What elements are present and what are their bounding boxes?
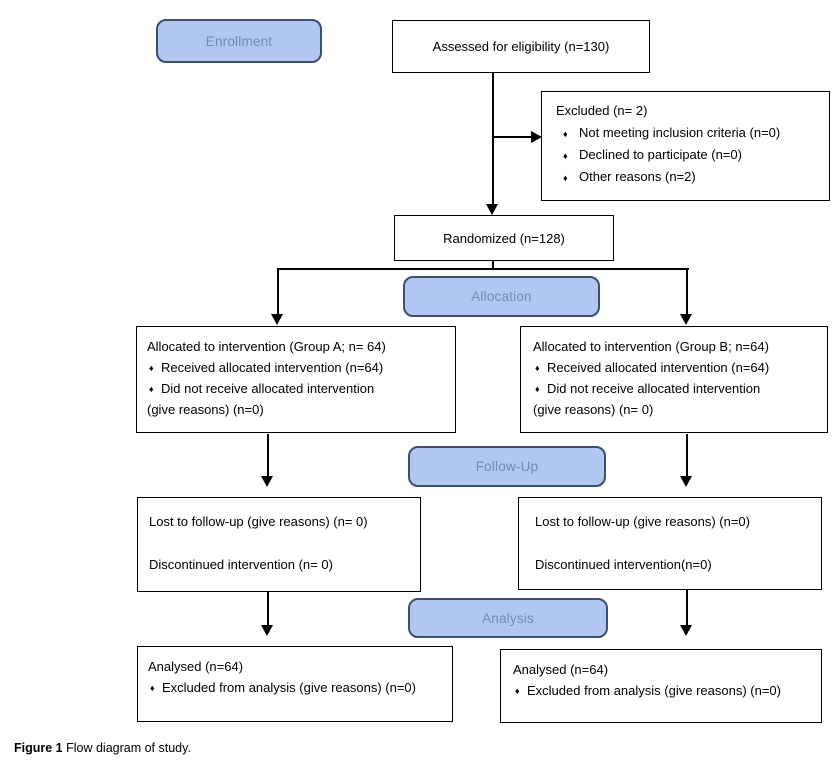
- connector-randomized-stub: [492, 261, 494, 270]
- box-followup-group-b: Lost to follow-up (give reasons) (n=0) D…: [518, 497, 822, 590]
- box-assessed-for-eligibility: Assessed for eligibility (n=130): [392, 20, 650, 73]
- box-randomized: Randomized (n=128): [394, 215, 614, 261]
- diamond-bullet-icon: ♦: [515, 686, 520, 696]
- arrowhead-down-icon: [680, 476, 692, 487]
- stage-label-followup: Follow-Up: [475, 459, 539, 474]
- alloc-a-bullet-row: ♦ Received allocated intervention (n=64): [147, 357, 447, 378]
- fu-b-line2: Discontinued intervention(n=0): [535, 557, 712, 572]
- diamond-bullet-icon: ♦: [150, 683, 155, 693]
- alloc-b-title: Allocated to intervention (Group B; n=64…: [533, 339, 769, 354]
- diamond-bullet-icon: ♦: [563, 173, 568, 183]
- box-excluded: Excluded (n= 2) ♦ Not meeting inclusion …: [541, 91, 830, 201]
- connector-assessed-to-randomized: [492, 73, 494, 206]
- diamond-bullet-icon: ♦: [535, 363, 540, 373]
- connector-alloc-to-followup-b: [686, 434, 688, 477]
- stage-label-allocation: Allocation: [471, 289, 532, 304]
- diamond-bullet-icon: ♦: [149, 384, 154, 394]
- stage-chip-enrollment: Enrollment: [156, 19, 322, 63]
- box-allocated-group-a: Allocated to intervention (Group A; n= 6…: [136, 326, 456, 433]
- diamond-bullet-icon: ♦: [563, 129, 568, 139]
- alloc-a-bullet-row: ♦ Did not receive allocated intervention: [147, 378, 447, 399]
- analysis-a-bullet-row: ♦ Excluded from analysis (give reasons) …: [148, 677, 444, 698]
- excluded-bullet-row: ♦ Not meeting inclusion criteria (n=0): [556, 122, 821, 144]
- excluded-bullet-row: ♦ Other reasons (n=2): [556, 166, 821, 188]
- stage-label-enrollment: Enrollment: [205, 33, 273, 49]
- connector-branch-line: [277, 268, 689, 270]
- excluded-bullet-1: Not meeting inclusion criteria (n=0): [579, 125, 781, 140]
- box-allocated-group-b: Allocated to intervention (Group B; n=64…: [520, 326, 828, 433]
- figure-caption-text: Flow diagram of study.: [62, 741, 191, 755]
- stage-chip-analysis: Analysis: [408, 598, 608, 638]
- stage-label-analysis: Analysis: [482, 610, 534, 626]
- excluded-bullet-2: Declined to participate (n=0): [579, 147, 742, 162]
- alloc-b-bullet-row: ♦ Did not receive allocated intervention: [533, 378, 819, 399]
- figure-caption: Figure 1 Flow diagram of study.: [14, 741, 191, 755]
- alloc-a-bullet-2: Did not receive allocated intervention: [161, 381, 375, 396]
- arrowhead-down-icon: [486, 204, 498, 215]
- arrowhead-right-icon: [531, 131, 542, 143]
- alloc-b-bullet-1: Received allocated intervention (n=64): [547, 360, 770, 375]
- analysis-b-bullet: Excluded from analysis (give reasons) (n…: [527, 683, 781, 698]
- arrowhead-down-icon: [261, 625, 273, 636]
- fu-b-line1: Lost to follow-up (give reasons) (n=0): [535, 514, 750, 529]
- analysis-b-bullet-row: ♦ Excluded from analysis (give reasons) …: [513, 680, 813, 701]
- arrowhead-down-icon: [680, 314, 692, 325]
- excluded-bullet-3: Other reasons (n=2): [579, 169, 696, 184]
- assessed-text: Assessed for eligibility (n=130): [432, 39, 610, 54]
- figure-caption-number: Figure 1: [14, 741, 63, 755]
- connector-alloc-to-followup-a: [267, 434, 269, 477]
- arrowhead-down-icon: [680, 625, 692, 636]
- excluded-bullet-row: ♦ Declined to participate (n=0): [556, 144, 821, 166]
- connector-branch-to-group-b: [686, 270, 688, 315]
- alloc-b-bullet-row: ♦ Received allocated intervention (n=64): [533, 357, 819, 378]
- diamond-bullet-icon: ♦: [149, 363, 154, 373]
- box-analysed-group-a: Analysed (n=64) ♦ Excluded from analysis…: [137, 646, 453, 722]
- stage-chip-followup: Follow-Up: [408, 446, 606, 487]
- alloc-a-title: Allocated to intervention (Group A; n= 6…: [147, 339, 386, 354]
- analysis-a-bullet: Excluded from analysis (give reasons) (n…: [162, 680, 416, 695]
- randomized-text: Randomized (n=128): [443, 230, 565, 246]
- alloc-b-continuation: (give reasons) (n= 0): [533, 402, 654, 417]
- box-followup-group-a: Lost to follow-up (give reasons) (n= 0) …: [137, 497, 421, 592]
- box-analysed-group-b: Analysed (n=64) ♦ Excluded from analysis…: [500, 649, 822, 723]
- alloc-b-bullet-2: Did not receive allocated intervention: [547, 381, 761, 396]
- diamond-bullet-icon: ♦: [563, 151, 568, 161]
- analysis-a-title: Analysed (n=64): [148, 659, 244, 674]
- connector-branch-to-group-a: [277, 270, 279, 315]
- alloc-a-bullet-1: Received allocated intervention (n=64): [161, 360, 384, 375]
- connector-followup-to-analysis-a: [267, 592, 269, 626]
- connector-followup-to-analysis-b: [686, 590, 688, 626]
- analysis-b-title: Analysed (n=64): [513, 662, 609, 677]
- arrowhead-down-icon: [271, 314, 283, 325]
- alloc-a-continuation: (give reasons) (n=0): [147, 402, 264, 417]
- arrowhead-down-icon: [261, 476, 273, 487]
- connector-to-excluded: [493, 136, 531, 138]
- fu-a-line2: Discontinued intervention (n= 0): [149, 557, 333, 572]
- excluded-title: Excluded (n= 2): [556, 103, 648, 118]
- fu-a-line1: Lost to follow-up (give reasons) (n= 0): [149, 514, 368, 529]
- stage-chip-allocation: Allocation: [403, 276, 600, 317]
- diamond-bullet-icon: ♦: [535, 384, 540, 394]
